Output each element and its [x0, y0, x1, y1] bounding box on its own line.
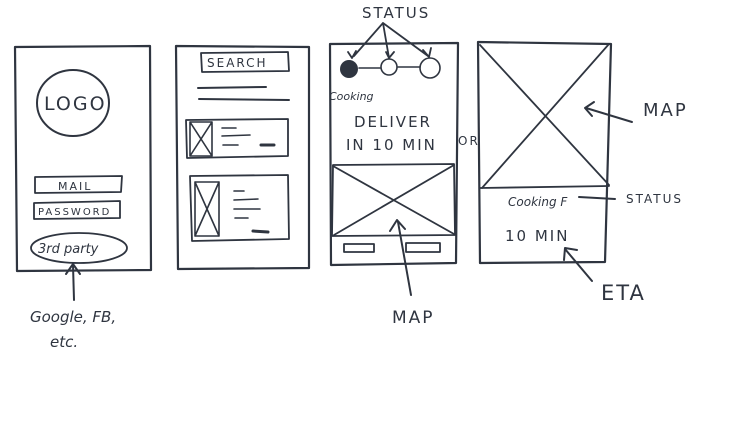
status-step-active	[340, 60, 358, 78]
logo-text: LOGO	[44, 93, 107, 115]
map-placeholder	[331, 163, 456, 237]
text-line	[198, 98, 290, 101]
map-placeholder-cross	[332, 164, 455, 236]
image-placeholder	[194, 181, 220, 237]
map-arrow	[389, 219, 412, 296]
third-party-note-line2: etc.	[50, 333, 78, 351]
mail-field-label: MAIL	[58, 180, 92, 193]
third-party-note-line1: Google, FB,	[30, 308, 116, 326]
search-screen: SEARCH	[174, 44, 311, 271]
status-label: STATUS	[362, 4, 430, 22]
eta-arrow	[563, 247, 593, 282]
login-screen-frame	[13, 44, 153, 273]
logo-circle	[36, 69, 110, 137]
action-button	[405, 242, 441, 253]
status-arrow	[578, 196, 616, 200]
search-field-label: SEARCH	[207, 56, 268, 70]
delivery-screen-frame	[328, 41, 460, 267]
card-text-lines	[221, 127, 251, 146]
text-line	[197, 86, 267, 89]
map-label: MAP	[643, 100, 688, 121]
search-screen-frame	[174, 44, 311, 271]
map-label: MAP	[392, 308, 435, 328]
status-step	[419, 57, 441, 79]
status-label: STATUS	[626, 192, 683, 206]
delivery-screen: Cooking DELIVER IN 10 MIN MAP	[328, 41, 460, 328]
card-price	[251, 229, 270, 234]
status-annotation: STATUS	[347, 4, 432, 59]
login-screen: LOGO MAIL PASSWORD 3rd party Google, FB,…	[13, 44, 153, 351]
third-party-label: 3rd party	[38, 242, 99, 257]
status-arrows	[353, 22, 429, 59]
eta-value: 10 MIN	[505, 227, 569, 245]
image-placeholder	[189, 121, 213, 157]
status-arrowheads	[347, 47, 432, 59]
map-placeholder-cross	[479, 43, 610, 189]
password-field	[33, 200, 121, 220]
status-step	[380, 58, 398, 76]
third-party-arrow	[65, 263, 81, 301]
map-arrow	[584, 101, 633, 123]
list-card	[189, 174, 290, 242]
card-text-lines	[233, 190, 261, 219]
third-party-button	[30, 232, 128, 264]
action-button	[343, 243, 375, 253]
mail-field	[34, 175, 123, 194]
cooking-label: Cooking	[329, 90, 374, 103]
search-field	[200, 51, 290, 73]
map-screen-frame	[476, 40, 613, 265]
deliver-text-line1: DELIVER	[354, 113, 432, 131]
cooking-label: Cooking F	[508, 195, 568, 209]
password-field-label: PASSWORD	[38, 207, 111, 218]
eta-label: ETA	[601, 281, 646, 305]
list-card	[185, 118, 289, 159]
deliver-text-line2: IN 10 MIN	[346, 136, 437, 154]
map-screen: MAP Cooking F STATUS 10 MIN ETA	[476, 40, 688, 305]
map-divider	[479, 185, 610, 189]
or-label: OR	[458, 134, 480, 148]
